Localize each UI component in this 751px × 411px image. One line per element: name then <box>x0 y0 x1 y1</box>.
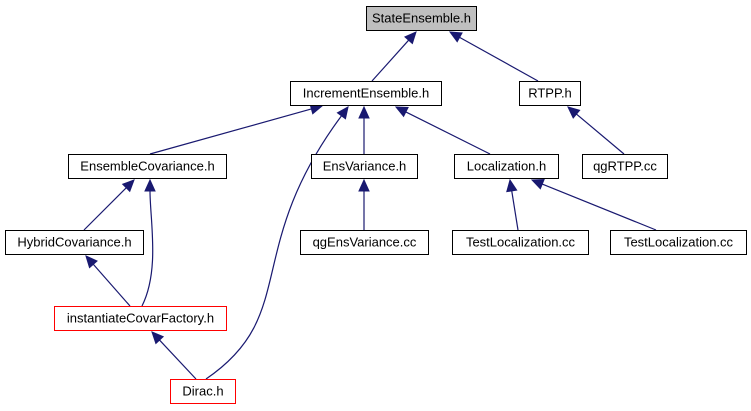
edge-line <box>159 339 197 380</box>
node-box <box>366 6 477 31</box>
node-box <box>170 379 236 404</box>
arrowhead <box>151 331 165 345</box>
node-label: HybridCovariance.h <box>17 234 131 249</box>
arrowhead <box>85 255 98 269</box>
node-qg-rtpp-cc[interactable]: qgRTPP.cc <box>582 154 668 179</box>
arrowhead <box>144 178 156 192</box>
edge-hybrid_covariance_h-to-ensemble_covariance_h <box>83 179 135 231</box>
node-label: StateEnsemble.h <box>372 10 471 25</box>
edge-line <box>205 115 342 380</box>
arrowhead <box>506 178 518 193</box>
node-label: instantiateCovarFactory.h <box>67 310 214 325</box>
node-label: IncrementEnsemble.h <box>303 85 429 100</box>
edge-line <box>92 263 131 307</box>
edge-localization_h-to-increment_ensemble_h <box>394 106 491 155</box>
edge-line <box>459 36 539 82</box>
node-localization-h[interactable]: Localization.h <box>454 154 559 179</box>
node-box <box>54 306 227 331</box>
node-rtpp-h[interactable]: RTPP.h <box>519 81 581 106</box>
node-box <box>300 230 429 255</box>
node-label: Dirac.h <box>182 383 223 398</box>
edge-dirac_h-to-increment_ensemble_h <box>205 106 349 380</box>
edge-test_localization_cc_2-to-localization_h <box>530 178 657 231</box>
node-state-ensemble-h: StateEnsemble.h <box>366 6 477 31</box>
node-ens-variance-h[interactable]: EnsVariance.h <box>311 154 418 179</box>
node-box <box>311 154 418 179</box>
node-box <box>454 154 559 179</box>
node-test-localization-cc-2[interactable]: TestLocalization.cc <box>610 230 747 255</box>
node-label: qgEnsVariance.cc <box>313 234 417 249</box>
edge-ensemble_covariance_h-to-increment_ensemble_h <box>149 103 324 155</box>
arrowhead <box>448 31 463 43</box>
arrowhead <box>394 106 409 118</box>
edge-line <box>149 108 312 155</box>
node-qg-ens-variance-cc[interactable]: qgEnsVariance.cc <box>300 230 429 255</box>
arrowhead <box>358 105 370 119</box>
edge-test_localization_cc_1-to-localization_h <box>506 178 519 231</box>
edge-qg_rtpp_cc-to-rtpp_h <box>567 106 625 155</box>
edge-qg_ens_variance_cc-to-ens_variance_h <box>358 178 370 230</box>
node-label: Localization.h <box>467 158 547 173</box>
edge-rtpp_h-to-state_ensemble_h <box>448 31 539 82</box>
node-dirac-h[interactable]: Dirac.h <box>170 379 236 404</box>
edge-line <box>141 190 154 307</box>
edge-ens_variance_h-to-increment_ensemble_h <box>358 105 370 154</box>
arrowhead <box>121 179 135 193</box>
node-label: TestLocalization.cc <box>624 234 734 249</box>
node-box <box>582 154 668 179</box>
node-label: RTPP.h <box>528 85 572 100</box>
node-box <box>519 81 581 106</box>
edge-line <box>511 190 519 231</box>
arrowhead <box>567 106 581 119</box>
node-label: qgRTPP.cc <box>593 158 657 173</box>
edges-layer <box>83 31 657 380</box>
node-test-localization-cc-1[interactable]: TestLocalization.cc <box>452 230 589 255</box>
edge-increment_ensemble_h-to-state_ensemble_h <box>371 31 417 82</box>
node-label: TestLocalization.cc <box>466 234 576 249</box>
edge-line <box>576 113 625 155</box>
edge-instantiate_covar_factory_h-to-hybrid_covariance_h <box>85 255 131 307</box>
arrowhead <box>336 106 349 120</box>
arrowhead <box>530 178 545 190</box>
node-label: EnsembleCovariance.h <box>80 158 214 173</box>
node-instantiate-covar-factory-h[interactable]: instantiateCovarFactory.h <box>54 306 227 331</box>
edge-line <box>371 39 410 82</box>
node-box <box>452 230 589 255</box>
node-box <box>610 230 747 255</box>
edge-line <box>541 183 657 231</box>
arrowhead <box>404 31 417 45</box>
edge-dirac_h-to-instantiate_covar_factory_h <box>151 331 197 380</box>
edge-instantiate_covar_factory_h-to-ensemble_covariance_h <box>141 178 156 307</box>
node-label: EnsVariance.h <box>323 158 407 173</box>
edge-line <box>405 111 491 155</box>
edge-line <box>83 187 127 231</box>
node-box <box>68 154 227 179</box>
node-box <box>5 230 144 255</box>
node-box <box>290 81 442 106</box>
node-ensemble-covariance-h[interactable]: EnsembleCovariance.h <box>68 154 227 179</box>
arrowhead <box>358 178 370 192</box>
node-increment-ensemble-h[interactable]: IncrementEnsemble.h <box>290 81 442 106</box>
node-hybrid-covariance-h[interactable]: HybridCovariance.h <box>5 230 144 255</box>
